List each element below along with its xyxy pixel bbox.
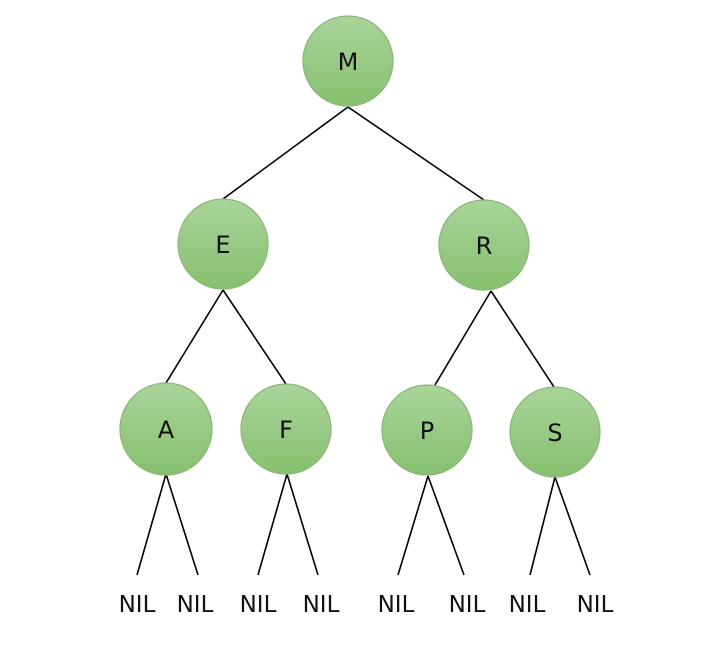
tree-node-s: S	[509, 386, 601, 478]
nil-leaf-label-8: NIL	[577, 592, 614, 618]
edge-p-nil-5	[397, 475, 429, 576]
tree-node-f: F	[240, 383, 332, 475]
tree-node-circle-p	[381, 384, 473, 476]
edge-e-a	[165, 289, 224, 384]
edge-a-nil-1	[136, 473, 167, 576]
tree-node-m: M	[302, 15, 394, 107]
tree-node-label-f: F	[279, 416, 293, 444]
nil-leaf-label-7: NIL	[509, 592, 546, 618]
edge-m-r	[347, 106, 485, 201]
edge-r-p	[434, 290, 492, 386]
nil-leaf-label-5: NIL	[378, 592, 415, 618]
tree-node-circle-e	[177, 198, 269, 290]
edge-s-nil-7	[529, 476, 556, 576]
edge-a-nil-2	[165, 473, 199, 576]
tree-node-circle-s	[509, 386, 601, 478]
nil-leaf-label-1: NIL	[119, 592, 156, 618]
tree-node-circle-a	[119, 382, 213, 476]
nil-leaf-label-4: NIL	[303, 592, 340, 618]
tree-node-label-a: A	[158, 416, 175, 444]
tree-node-label-e: E	[215, 231, 230, 259]
edge-r-s	[490, 290, 555, 388]
tree-node-circle-m	[302, 15, 394, 107]
edge-s-nil-8	[554, 476, 591, 576]
edge-f-nil-4	[286, 473, 319, 576]
tree-node-p: P	[381, 384, 473, 476]
nodes-layer: M E R A F P S	[119, 15, 601, 478]
edge-e-f	[222, 289, 287, 385]
tree-node-label-m: M	[338, 48, 359, 76]
tree-node-circle-f	[240, 383, 332, 475]
edge-p-nil-6	[427, 475, 465, 576]
edge-m-e	[222, 106, 349, 200]
tree-node-a: A	[119, 382, 213, 476]
tree-node-label-p: P	[420, 417, 434, 445]
tree-node-e: E	[177, 198, 269, 290]
tree-node-label-s: S	[547, 419, 562, 447]
nil-leaf-label-2: NIL	[177, 592, 214, 618]
edges-layer	[136, 106, 591, 576]
nil-leaf-label-6: NIL	[449, 592, 486, 618]
tree-node-label-r: R	[476, 232, 493, 260]
edge-f-nil-3	[257, 473, 288, 576]
tree-node-r: R	[438, 199, 530, 291]
nil-leaves-layer: NIL NIL NIL NIL NIL NIL NIL NIL	[119, 592, 614, 618]
nil-leaf-label-3: NIL	[240, 592, 277, 618]
tree-node-circle-r	[438, 199, 530, 291]
